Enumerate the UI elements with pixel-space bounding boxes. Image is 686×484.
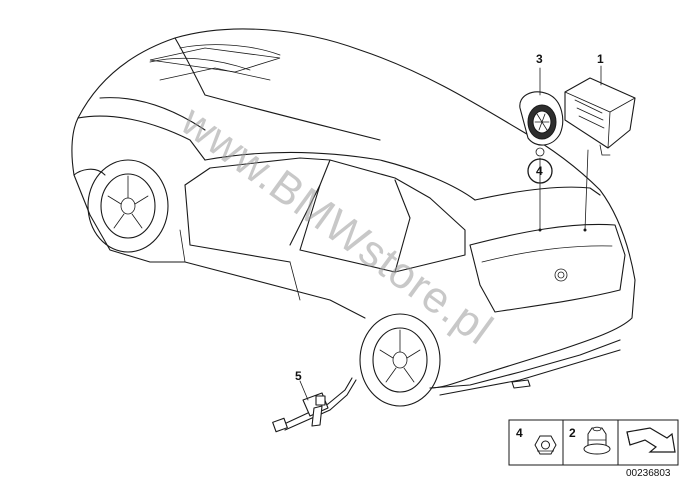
car-outline	[71, 28, 636, 396]
watermark-text: www.BMWstore.pl	[171, 96, 502, 355]
part-5-wire-harness[interactable]	[272, 377, 357, 433]
callout-part-5: 5	[295, 369, 302, 383]
flange-nut-icon[interactable]	[583, 426, 611, 455]
callout-part-3: 3	[536, 52, 543, 66]
nut-icon[interactable]	[534, 435, 557, 455]
legend-item-4-label: 4	[516, 426, 523, 440]
part-3-speaker[interactable]	[519, 91, 564, 157]
part-1-install-point	[583, 228, 587, 232]
part-1-install-line	[584, 149, 589, 231]
callout-part-1: 1	[597, 52, 604, 66]
front-wheel	[87, 159, 169, 253]
rear-wheel	[359, 313, 441, 407]
legend-item-2-label: 2	[569, 426, 576, 440]
installation-direction-arrow-icon	[626, 427, 676, 453]
part-1-control-unit[interactable]	[564, 77, 636, 156]
part-4-install-point	[538, 228, 542, 232]
diagram-image-code: 00236803	[626, 468, 671, 479]
part-5-leader-line	[299, 380, 309, 401]
callout-part-4: 4	[536, 164, 543, 178]
